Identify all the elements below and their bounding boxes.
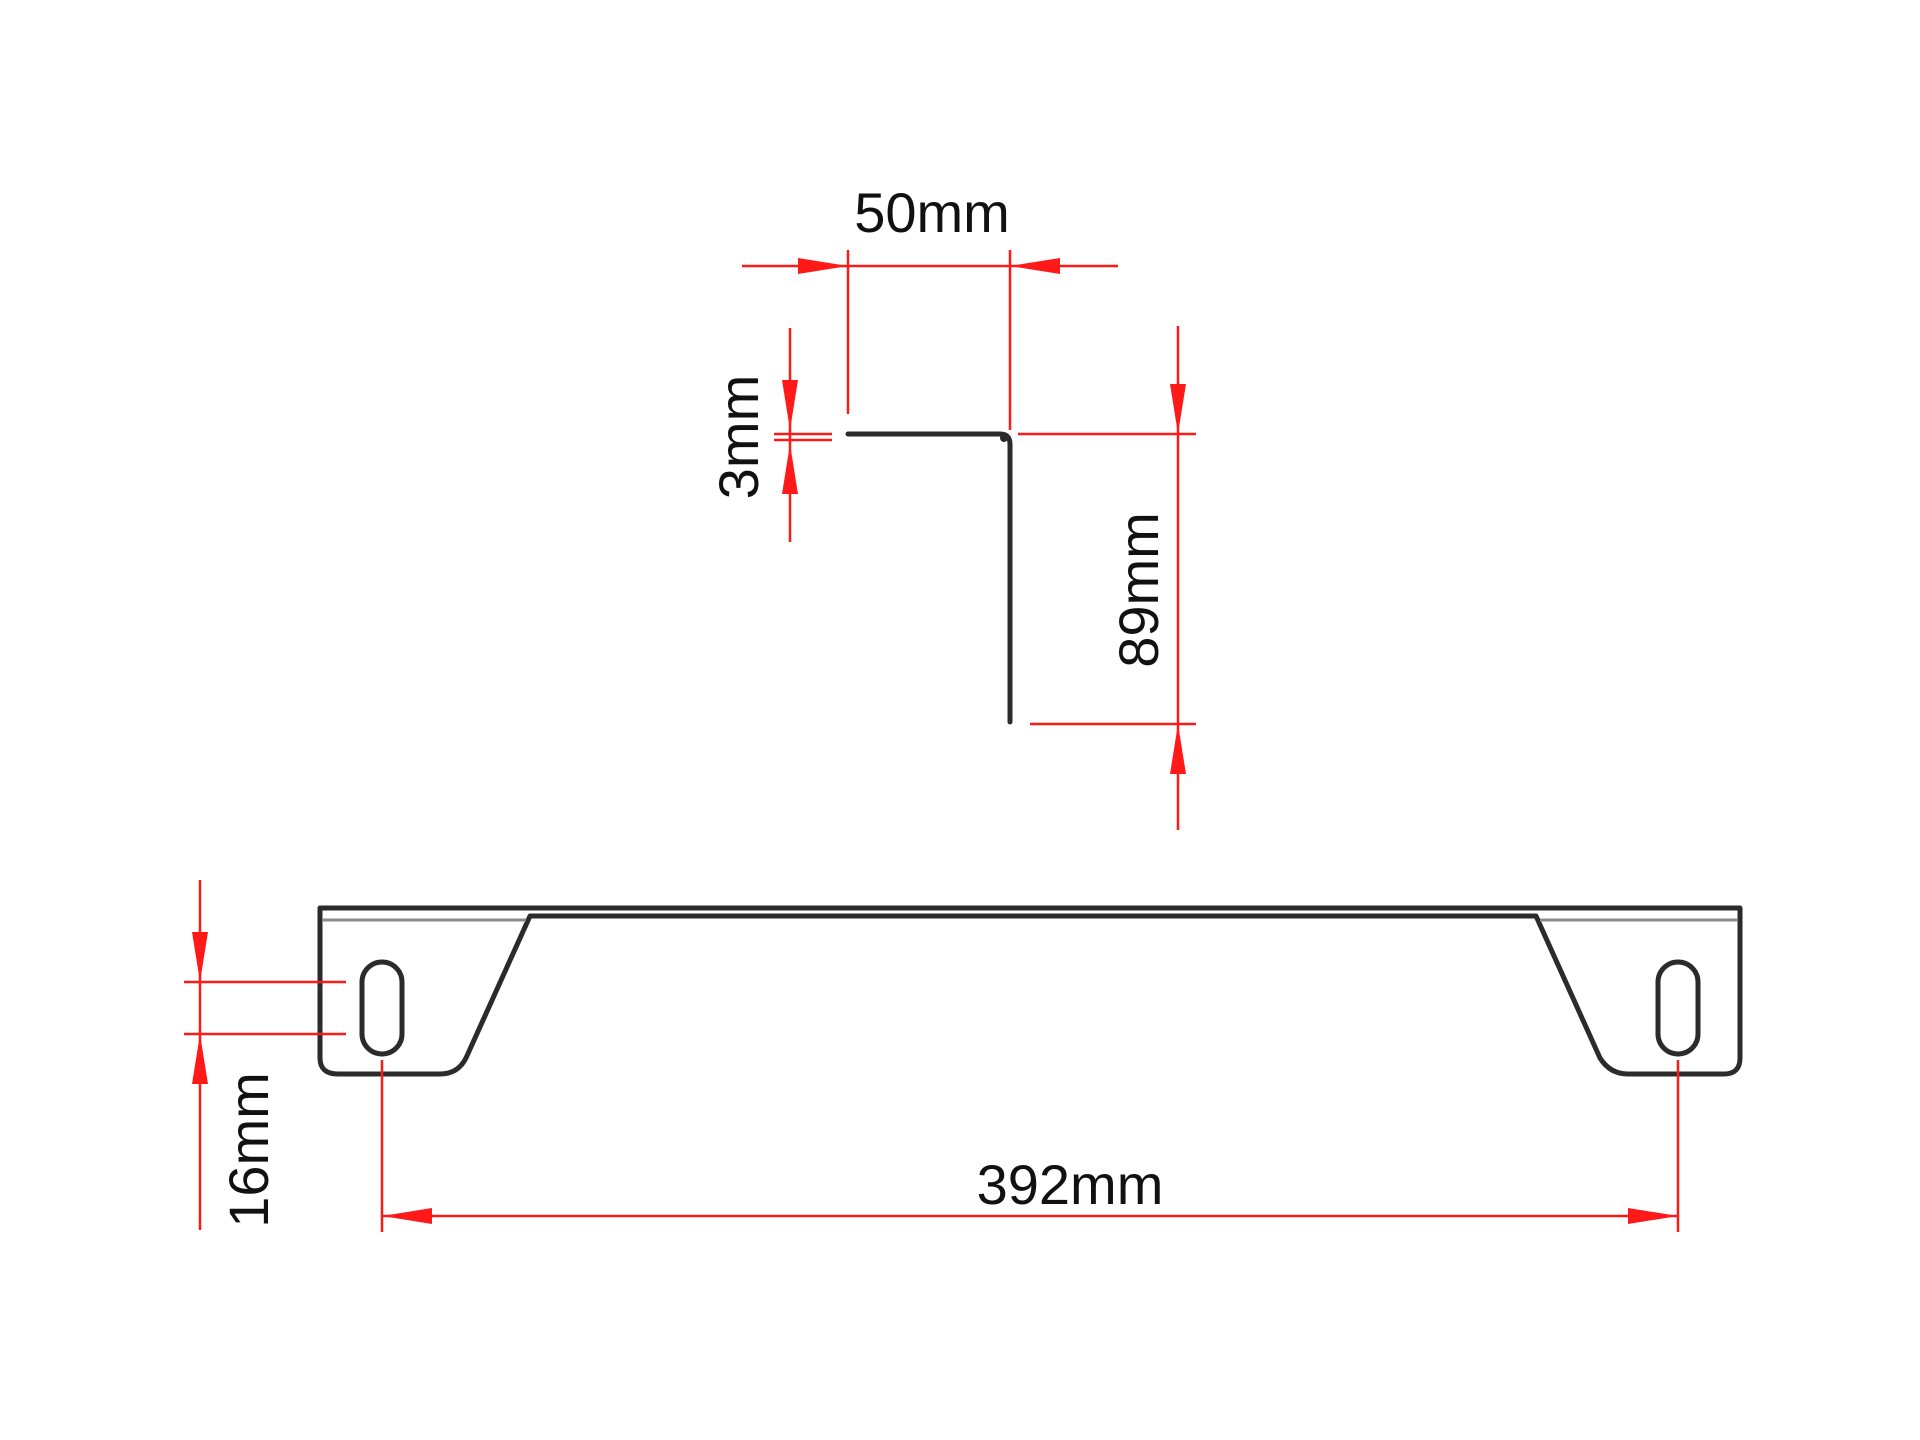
dimension-flange-width: 50mm [742, 181, 1118, 430]
bracket-outline [317, 905, 1743, 1077]
dimension-slot-spacing-label: 392mm [977, 1153, 1164, 1216]
l-profile-view [845, 431, 1013, 725]
dimension-slot-spacing: 392mm [380, 1060, 1680, 1232]
bracket-front-view [317, 905, 1743, 1077]
dimension-thickness-label: 3mm [707, 375, 770, 499]
dimension-height: 89mm [1018, 326, 1196, 830]
dimension-slot-width-label: 16mm [217, 1072, 280, 1228]
mounting-slot-left [359, 959, 405, 1057]
dimension-height-label: 89mm [1107, 512, 1170, 668]
dimension-thickness: 3mm [707, 328, 832, 542]
l-profile-bend-dot [1000, 434, 1008, 442]
l-profile-shape [845, 431, 1013, 725]
dimension-slot-width: 16mm [184, 880, 346, 1230]
dimension-flange-width-label: 50mm [854, 181, 1010, 244]
mounting-slot-right [1655, 959, 1701, 1057]
